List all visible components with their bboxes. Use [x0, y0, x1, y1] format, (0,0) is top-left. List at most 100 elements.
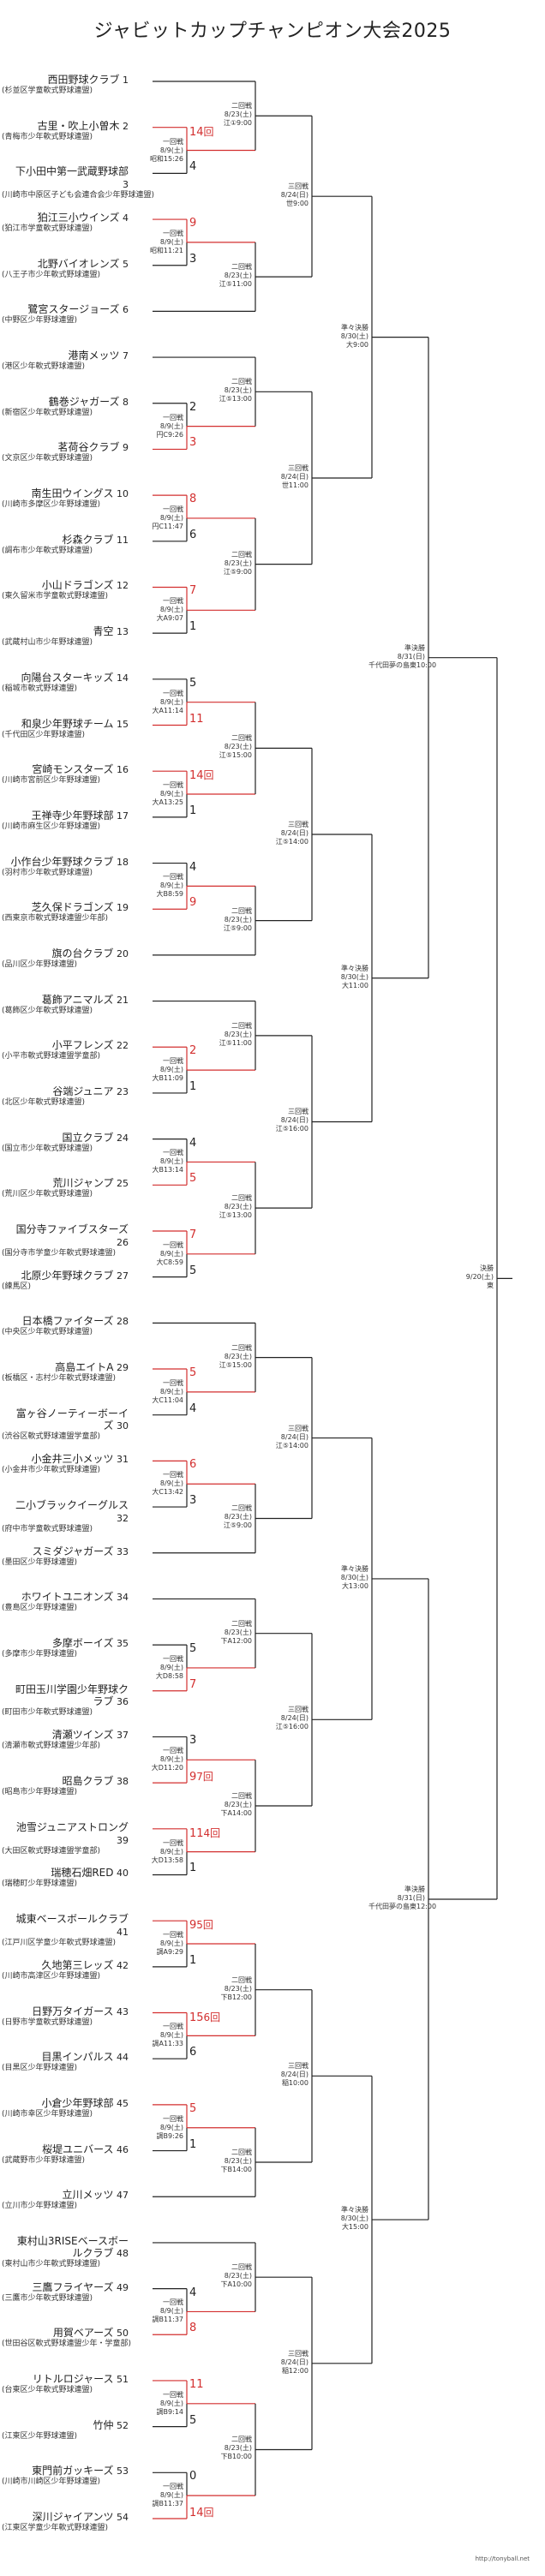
match-info-line: 一回戦: [163, 1747, 183, 1755]
team-name: 竹仲 52: [9, 2419, 129, 2432]
team-league: (東村山市少年軟式野球連盟): [2, 2259, 101, 2268]
team-number: 29: [113, 1362, 129, 1374]
match-info-line: 一回戦: [163, 229, 183, 237]
team-name-text: 小倉少年野球部: [41, 2096, 114, 2109]
score-value: 15: [189, 2011, 204, 2024]
team-entry: 三鷹フライヤーズ 49(三鷹市少年軟式野球連盟): [2, 2281, 129, 2304]
team-number: 12: [113, 580, 129, 592]
match-info-line: 8/30(土): [340, 332, 368, 340]
match-info-line: 大B13:14: [152, 1166, 183, 1174]
match-info-line: 一回戦: [163, 2390, 183, 2399]
match-info-line: 8/23(土): [224, 1628, 252, 1636]
team-name: 谷端ジュニア 23: [9, 1085, 129, 1098]
team-name: 南生田ウイングス 10: [9, 487, 129, 500]
score: 2: [189, 1045, 196, 1057]
match-info-line: 8/9(土): [159, 697, 183, 706]
score: 14回: [189, 769, 214, 782]
team-number: 5: [119, 258, 129, 270]
team-name: 港南メッツ 7: [9, 350, 129, 362]
team-entry: 東村山3RISEベースボールクラブ 48(東村山市少年軟式野球連盟): [2, 2235, 129, 2269]
match-info-line: 円C9:26: [156, 430, 183, 439]
team-name-text: ホワイトユニオンズ: [21, 1591, 114, 1604]
match-info-line: 一回戦: [163, 1149, 183, 1157]
team-name-text: 和泉少年野球チーム: [21, 717, 114, 730]
team-league: (豊島区少年野球連盟): [2, 1604, 78, 1613]
score: 2: [189, 401, 196, 414]
match-info-line: 8/9(土): [159, 1249, 183, 1258]
team-name: 鷺宮スタージョーズ 6: [9, 303, 129, 316]
team-number: 51: [113, 2373, 129, 2385]
match-info-line: 大A13:25: [152, 798, 183, 807]
match-info-line: 8/30(土): [340, 2214, 368, 2223]
team-number: 35: [113, 1638, 129, 1650]
score-value: 1: [189, 620, 197, 634]
match-info-line: 8/23(土): [224, 1030, 252, 1038]
match-info-line: 8/9(土): [159, 237, 183, 246]
team-league: (稲城市軟式野球連盟): [2, 684, 78, 693]
score-value: 6: [189, 528, 197, 541]
match-info-line: 三回戦: [288, 1108, 308, 1116]
team-number: 53: [113, 2465, 129, 2477]
score: 1: [189, 1080, 196, 1093]
score: 6: [189, 2047, 196, 2059]
match-info-line: 二回戦: [231, 1194, 252, 1203]
team-number: 10: [113, 488, 129, 500]
match-info-line: 一回戦: [163, 1057, 183, 1066]
extra-innings: 5回: [196, 1919, 213, 1932]
team-name: 日本橋ファイターズ 28: [9, 1315, 129, 1328]
team-number: 3: [123, 179, 129, 191]
team-name: 東門前ガッキーズ 53: [9, 2465, 129, 2477]
team-entry: 多摩ボーイズ 35(多摩市少年野球連盟): [2, 1637, 129, 1659]
team-league: (八王子市少年軟式野球連盟): [2, 270, 101, 279]
team-entry: 王禅寺少年野球部 17(川崎市麻生区少年野球連盟): [2, 809, 129, 832]
match-info-line: 8/23(土): [224, 1984, 252, 1993]
team-number: 43: [113, 2005, 129, 2017]
team-name: 旗の台クラブ 20: [9, 947, 129, 960]
score: 9: [189, 897, 196, 909]
team-name: 東村山3RISEベースボールクラブ 48: [9, 2235, 129, 2260]
team-name: 三鷹フライヤーズ 49: [9, 2281, 129, 2294]
team-name: 芝久保ドラゴンズ 19: [9, 901, 129, 914]
team-name: 城東ベースボールクラブ 41: [9, 1913, 129, 1939]
match-info-line: 一回戦: [163, 1838, 183, 1847]
team-entry: 池雪ジュニアストロング 39(大田区軟式野球連盟学童部): [2, 1821, 129, 1856]
match-info-line: 二回戦: [231, 1343, 252, 1352]
team-league: (三鷹市少年軟式野球連盟): [2, 2293, 93, 2303]
match-info-line: 8/31(日): [397, 1894, 425, 1902]
match-info-line: 二回戦: [231, 1021, 252, 1030]
team-entry: 鶴巻ジャガーズ 8(新宿区少年軟式野球連盟): [2, 396, 129, 418]
score-value: 1: [189, 1953, 197, 1967]
team-name: 北原少年野球クラブ 27: [9, 1270, 129, 1282]
team-name: 国立クラブ 24: [9, 1132, 129, 1145]
team-number: 17: [113, 810, 129, 822]
match-info-line: 調A11:33: [152, 2040, 183, 2048]
team-entry: 谷端ジュニア 23(北区少年軟式野球連盟): [2, 1085, 129, 1108]
team-name: 国分寺ファイブスターズ 26: [9, 1223, 129, 1249]
match-info-line: 調A9:29: [156, 1948, 183, 1956]
team-name: 古里・吹上小曽木 2: [9, 120, 129, 133]
team-name-text: 王禅寺少年野球部: [31, 809, 114, 822]
team-number: 47: [113, 2190, 129, 2202]
team-name: 茗荷谷クラブ 9: [9, 441, 129, 454]
match-info-line: 江⑤15:00: [219, 751, 252, 760]
match-info-line: 二回戦: [231, 2148, 252, 2156]
team-number: 2: [119, 120, 129, 132]
team-league: (新宿区少年軟式野球連盟): [2, 408, 93, 417]
page-title: ジャビットカップチャンピオン大会2025: [93, 21, 452, 42]
extra-innings: 回: [203, 769, 214, 782]
match-info-line: 大D8:58: [155, 1671, 183, 1680]
match-info-line: 大11:00: [341, 981, 368, 989]
match-info-line: 大C8:59: [156, 1258, 183, 1266]
team-name: 向陽台スターキッズ 14: [9, 672, 129, 684]
